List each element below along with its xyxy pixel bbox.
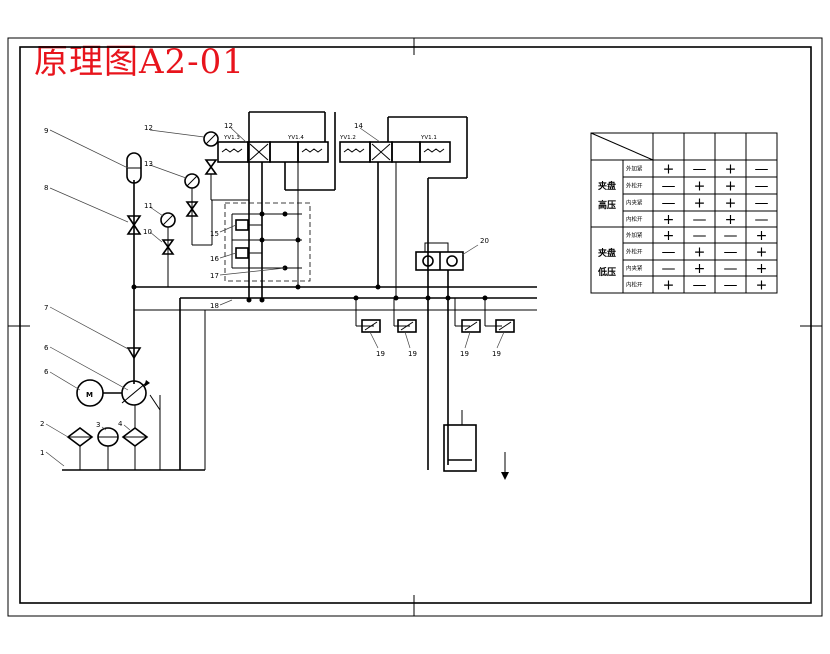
table-row-label: 内松开: [626, 281, 643, 289]
label-7: 7: [44, 304, 48, 312]
table-cell-sign: —: [755, 196, 769, 212]
group-name-high-1: 夹盘: [598, 180, 616, 192]
table-cell-sign: —: [662, 179, 676, 195]
table-cell-sign: +: [725, 179, 737, 195]
table-cell-sign: —: [662, 196, 676, 212]
action-table-text: 夹盘 高压 夹盘 低压 外加紧+—+—外松开—++—内夹紧—++—内松开+—+—…: [597, 162, 769, 294]
table-cell-sign: +: [694, 245, 706, 261]
label-1: 1: [40, 449, 44, 457]
table-cell-sign: +: [663, 278, 675, 294]
table-cell-sign: —: [662, 245, 676, 261]
filters: [66, 405, 149, 470]
table-row-label: 外加紧: [626, 165, 643, 173]
label-14: 14: [354, 122, 363, 130]
table-cell-sign: +: [694, 179, 706, 195]
table-cell-sign: —: [724, 261, 738, 277]
label-17: 17: [210, 272, 219, 280]
leader-lines: [45, 127, 505, 467]
action-table: [590, 132, 778, 294]
rotary-cylinder-20: [415, 242, 464, 271]
table-cell-sign: +: [663, 162, 675, 178]
table-cell-sign: +: [756, 261, 768, 277]
solenoid-valve-left: [217, 141, 329, 163]
label-18: 18: [210, 302, 219, 310]
drawing-title: 原理图A2-01: [34, 42, 245, 82]
table-cell-sign: +: [694, 196, 706, 212]
pressure-gauge-11: [160, 212, 176, 287]
label-yv1-2: YV1.2: [339, 135, 356, 141]
label-19a: 19: [376, 350, 385, 358]
table-cell-sign: +: [694, 261, 706, 277]
table-cell-sign: —: [693, 212, 707, 228]
table-cell-sign: —: [755, 179, 769, 195]
table-cell-sign: +: [756, 278, 768, 294]
table-cell-sign: +: [756, 245, 768, 261]
group-name-high-2: 高压: [598, 199, 616, 211]
table-row-label: 内夹紧: [626, 264, 643, 272]
label-16: 16: [210, 255, 219, 263]
table-cell-sign: —: [755, 162, 769, 178]
pump: [121, 380, 150, 406]
solenoid-valve-right: [339, 141, 451, 163]
label-19b: 19: [408, 350, 417, 358]
table-cell-sign: +: [725, 162, 737, 178]
label-15: 15: [210, 230, 219, 238]
label-11: 11: [144, 202, 153, 210]
table-cell-sign: —: [662, 261, 676, 277]
pressure-gauge-13: [184, 173, 212, 246]
pressure-gauge-12: [203, 131, 249, 201]
accumulator: [126, 152, 142, 184]
label-4: 4: [118, 420, 123, 428]
table-cell-sign: —: [693, 278, 707, 294]
table-cell-sign: +: [663, 212, 675, 228]
table-row-label: 外松开: [626, 248, 643, 256]
label-yv1-3: YV1.3: [223, 135, 240, 141]
pipe-network: [62, 111, 537, 480]
table-cell-sign: +: [756, 228, 768, 244]
label-19c: 19: [460, 350, 469, 358]
label-19d: 19: [492, 350, 501, 358]
table-cell-sign: —: [724, 245, 738, 261]
label-yv1-1: YV1.1: [420, 135, 437, 141]
label-12a: 12: [144, 124, 153, 132]
table-cell-sign: +: [663, 228, 675, 244]
table-row-label: 外松开: [626, 182, 643, 190]
table-cell-sign: —: [693, 162, 707, 178]
label-8: 8: [44, 184, 48, 192]
label-12b: 12: [224, 122, 233, 130]
clamp-cylinders: [361, 319, 515, 333]
group-name-low-2: 低压: [597, 266, 616, 278]
table-row-label: 内松开: [626, 215, 643, 223]
table-cell-sign: —: [724, 278, 738, 294]
table-cell-sign: —: [724, 228, 738, 244]
group-name-low-1: 夹盘: [598, 247, 616, 259]
table-cell-sign: +: [725, 212, 737, 228]
check-valve-7: [126, 347, 142, 360]
drawing-frame: [7, 37, 823, 617]
junction-dots: [131, 211, 488, 303]
table-cell-sign: —: [693, 228, 707, 244]
label-9: 9: [44, 127, 48, 135]
label-6b: 6: [44, 368, 49, 376]
label-20: 20: [480, 237, 489, 245]
label-6a: 6: [44, 344, 49, 352]
label-13: 13: [144, 160, 153, 168]
svg-text:M: M: [86, 391, 93, 399]
table-cell-sign: +: [725, 196, 737, 212]
component-numbers: 9 8 7 6 6 2 1 3 4 12 13 11 10 12 14 15 1…: [40, 122, 501, 457]
table-cell-sign: —: [755, 212, 769, 228]
motor: M: [76, 379, 122, 407]
table-row-label: 外加紧: [626, 231, 643, 239]
label-10: 10: [143, 228, 152, 236]
label-yv1-4: YV1.4: [287, 135, 304, 141]
label-2: 2: [40, 420, 44, 428]
stop-valve: [126, 215, 142, 235]
label-3: 3: [96, 421, 100, 429]
table-row-label: 内夹紧: [626, 199, 643, 207]
